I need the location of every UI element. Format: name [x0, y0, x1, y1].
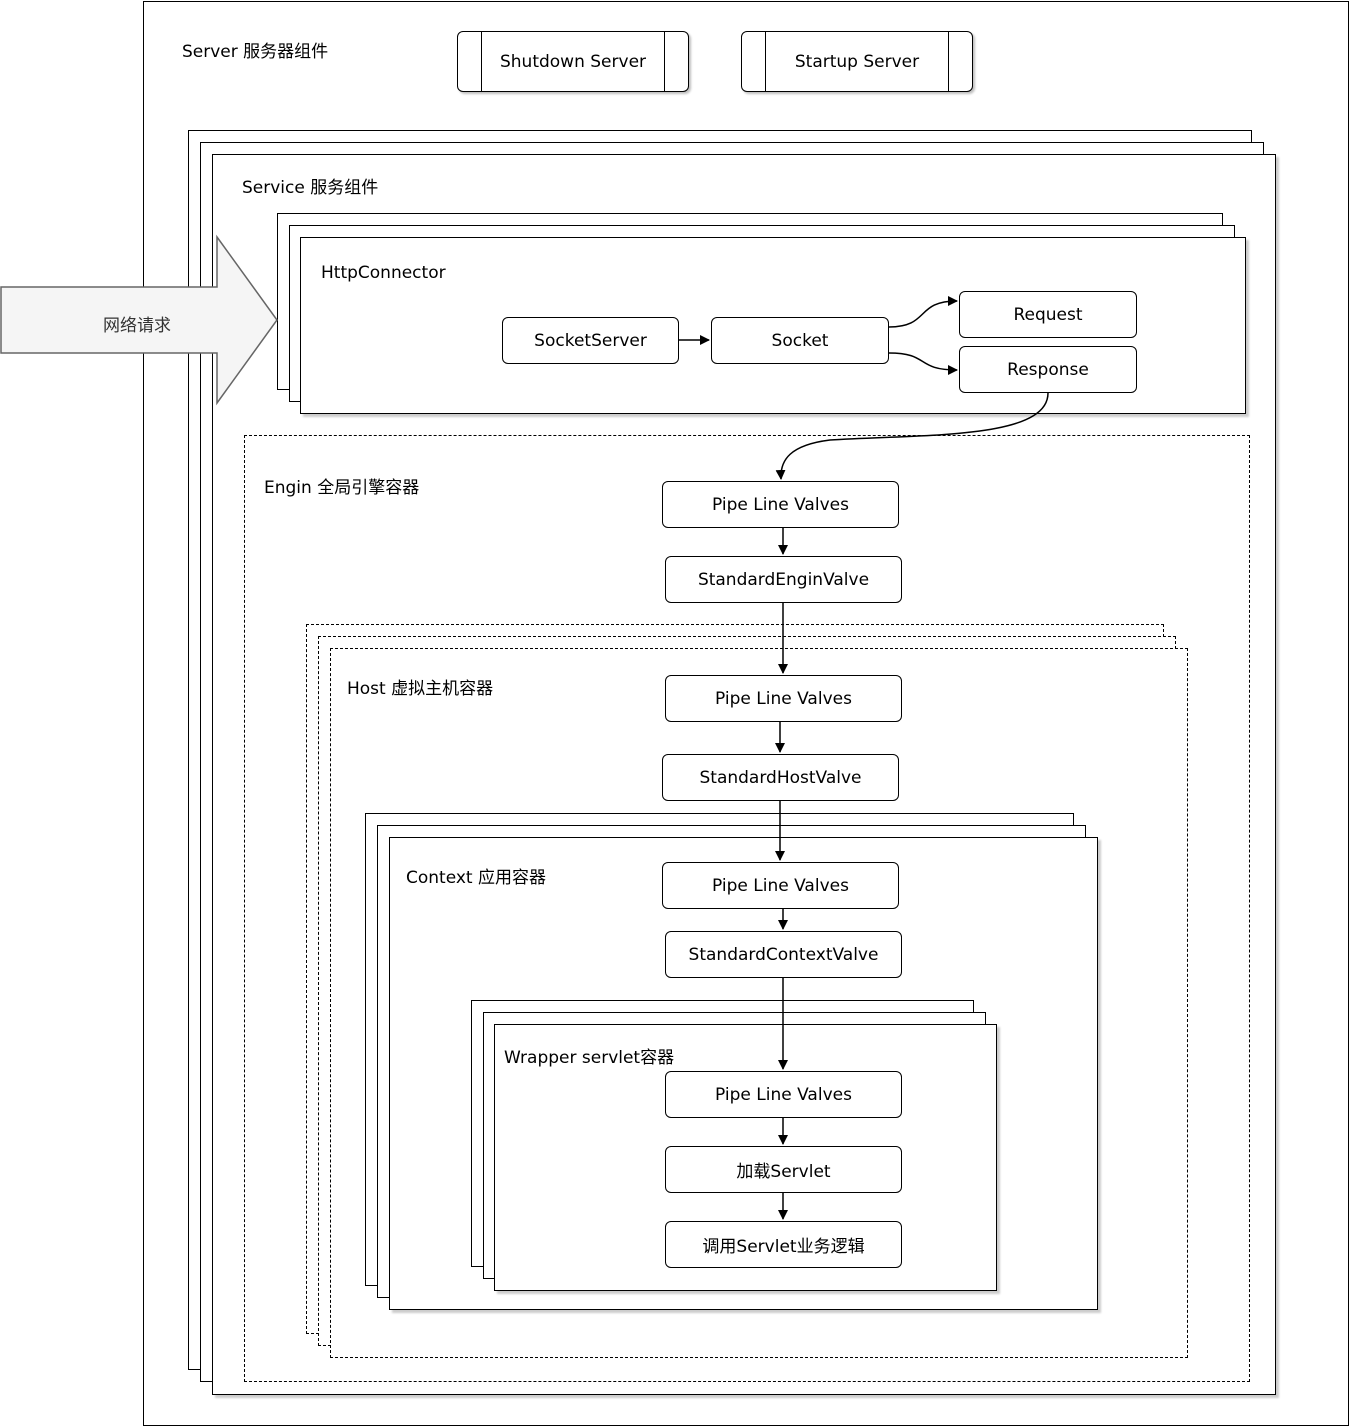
service-label: Service 服务组件 — [242, 178, 379, 198]
engine-pipeline-node[interactable]: Pipe Line Valves — [662, 481, 899, 528]
shutdown-server-label: Shutdown Server — [499, 51, 647, 72]
socket-server-node[interactable]: SocketServer — [502, 317, 679, 364]
shutdown-server-button[interactable]: Shutdown Server — [457, 31, 689, 92]
standard-context-valve-node[interactable]: StandardContextValve — [665, 931, 902, 978]
startup-server-button[interactable]: Startup Server — [741, 31, 973, 92]
network-request-label: 网络请求 — [103, 316, 171, 336]
context-pipeline-node[interactable]: Pipe Line Valves — [662, 862, 899, 909]
request-node[interactable]: Request — [959, 291, 1137, 338]
wrapper-pipeline-node[interactable]: Pipe Line Valves — [665, 1071, 902, 1118]
wrapper-label: Wrapper servlet容器 — [504, 1048, 675, 1068]
load-servlet-node[interactable]: 加载Servlet — [665, 1146, 902, 1193]
context-label: Context 应用容器 — [406, 868, 547, 888]
startup-server-label: Startup Server — [794, 51, 920, 72]
connector-label: HttpConnector — [321, 263, 446, 283]
response-node[interactable]: Response — [959, 346, 1137, 393]
host-label: Host 虚拟主机容器 — [347, 679, 494, 699]
standard-engine-valve-node[interactable]: StandardEnginValve — [665, 556, 902, 603]
standard-host-valve-node[interactable]: StandardHostValve — [662, 754, 899, 801]
engine-label: Engin 全局引擎容器 — [264, 478, 420, 498]
host-pipeline-node[interactable]: Pipe Line Valves — [665, 675, 902, 722]
socket-node[interactable]: Socket — [711, 317, 889, 364]
server-label: Server 服务器组件 — [182, 42, 329, 62]
invoke-servlet-node[interactable]: 调用Servlet业务逻辑 — [665, 1221, 902, 1268]
